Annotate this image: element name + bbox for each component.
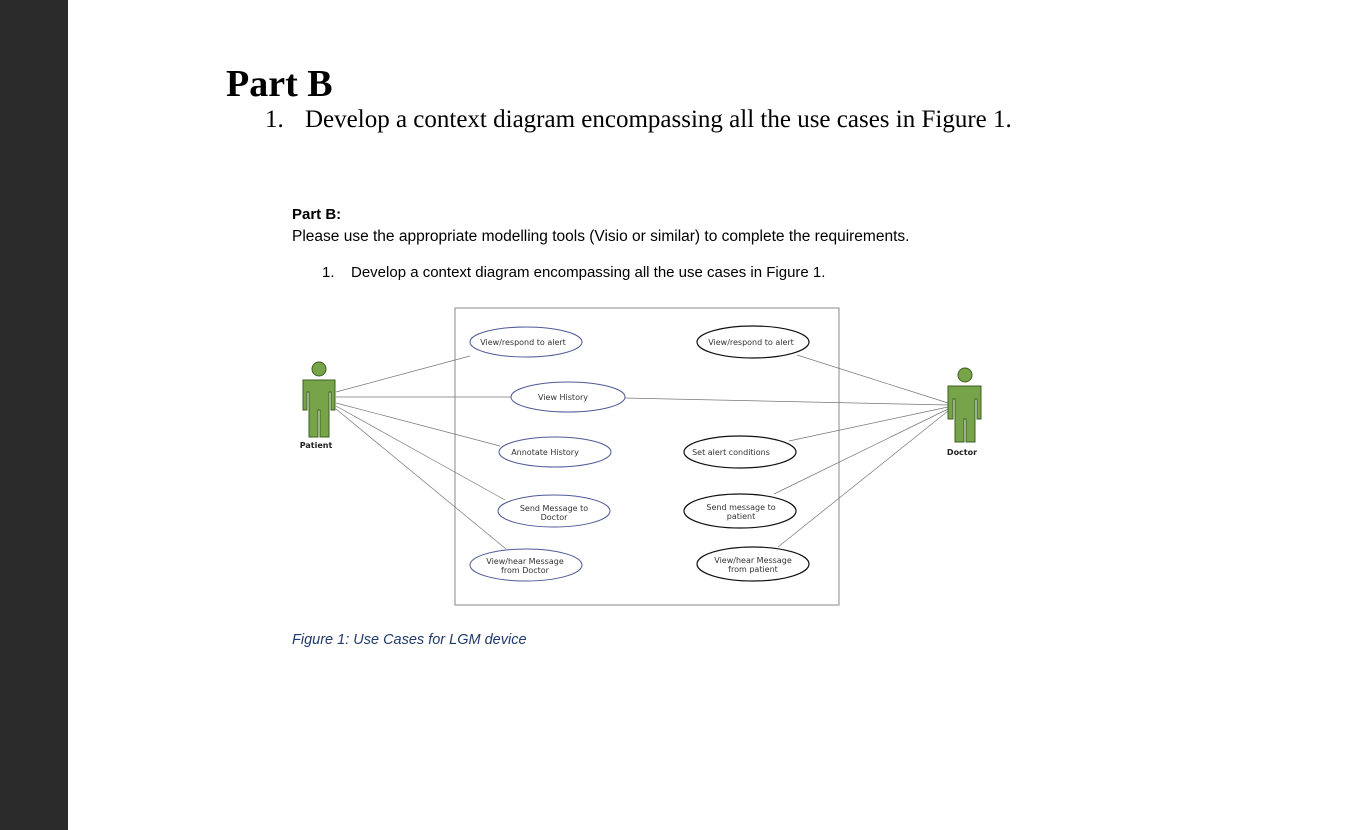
excerpt-intro: Please use the appropriate modelling too…: [292, 228, 910, 245]
question-number: 1.: [265, 106, 284, 133]
uc-label: View/respond to alert: [708, 338, 794, 347]
doctor-actor-head: [957, 367, 973, 383]
doctor-use-case-view-respond: View/respond to alert: [696, 325, 810, 359]
figure-caption: Figure 1: Use Cases for LGM device: [292, 632, 527, 648]
page-heading: Part B: [226, 63, 333, 105]
uc-label: View/respond to alert: [480, 338, 566, 347]
patient-actor-body: [302, 379, 336, 438]
patient-use-case-send-message: Send Message to Doctor: [497, 494, 611, 528]
assoc-patient-send-message: [335, 405, 506, 501]
patient-use-case-view-respond: View/respond to alert: [469, 326, 583, 358]
uc-label: Send Message to: [520, 504, 588, 513]
excerpt-question: 1. Develop a context diagram encompassing…: [322, 264, 825, 281]
uc-label: from Doctor: [501, 566, 550, 575]
assoc-patient-annotate: [335, 402, 501, 447]
uc-label: Annotate History: [511, 448, 579, 457]
excerpt-question-text: Develop a context diagram encompassing a…: [351, 264, 826, 281]
assoc-doctor-set-alert: [788, 406, 949, 442]
assoc-doctor-view-history: [624, 397, 949, 406]
uc-label: patient: [727, 512, 755, 521]
question-text: Develop a context diagram encompassing a…: [305, 106, 1012, 133]
uc-label: View History: [538, 393, 588, 402]
excerpt-subheading: Part B:: [292, 206, 342, 223]
excerpt-question-number: 1.: [322, 264, 335, 281]
window-left-bar: [0, 0, 68, 830]
patient-actor-label: Patient: [300, 441, 333, 450]
uc-label: Set alert conditions: [692, 448, 770, 457]
question-1: 1. Develop a context diagram encompassing…: [265, 106, 1012, 134]
doctor-use-case-view-hear: View/hear Message from patient: [696, 546, 810, 582]
patient-actor: [302, 361, 336, 438]
uc-label: View/hear Message: [486, 557, 564, 566]
doctor-actor-label: Doctor: [947, 448, 977, 457]
patient-associations: [335, 355, 512, 550]
doctor-use-case-set-alert: Set alert conditions: [683, 435, 797, 469]
assoc-patient-view-hear: [335, 408, 507, 550]
assoc-doctor-view-hear: [777, 410, 949, 548]
assoc-doctor-send-message: [773, 408, 949, 495]
patient-use-case-view-history: View History: [510, 381, 626, 413]
patient-actor-head: [311, 361, 327, 377]
uc-label: from patient: [728, 565, 778, 574]
uc-label: View/hear Message: [714, 556, 792, 565]
patient-use-case-view-hear: View/hear Message from Doctor: [469, 548, 583, 582]
uc-label: Doctor: [541, 513, 568, 522]
system-boundary: [454, 307, 840, 606]
doctor-use-case-send-message: Send message to patient: [683, 493, 797, 529]
uc-label: Send message to: [706, 503, 775, 512]
assoc-patient-view-respond: [335, 355, 471, 393]
doctor-actor: [947, 367, 982, 443]
patient-use-case-annotate-history: Annotate History: [498, 436, 612, 468]
doctor-associations: [624, 354, 949, 548]
assoc-doctor-view-respond: [796, 354, 949, 404]
doctor-actor-body: [947, 385, 982, 443]
